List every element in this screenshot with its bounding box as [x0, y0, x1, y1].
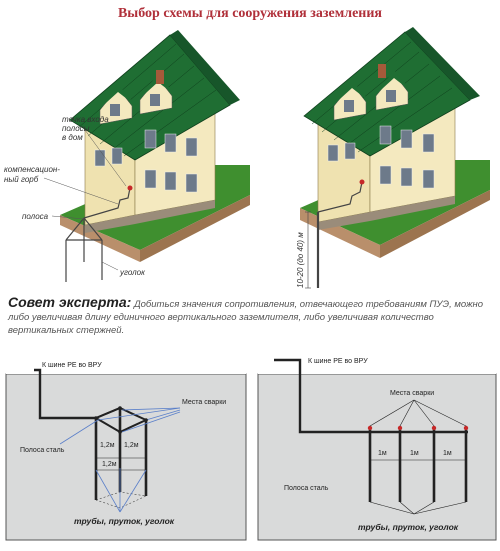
label-angle: уголок — [119, 268, 146, 277]
label-entry-3: в дом — [62, 133, 83, 142]
dim-right-2: 1м — [410, 450, 419, 457]
label-weld-right: Места сварки — [390, 390, 434, 397]
house-right — [300, 27, 490, 289]
diagram-right — [257, 352, 497, 541]
dim-right-1: 1м — [378, 450, 387, 457]
label-strip-right: Полоса сталь — [284, 485, 329, 492]
label-entry-1: точка входа — [62, 115, 109, 124]
label-comp-2: ный горб — [4, 175, 39, 184]
label-bottom-left: трубы, пруток, уголок — [74, 516, 175, 526]
dim-right-3: 1м — [443, 450, 452, 457]
label-strip-house: полоса — [22, 212, 49, 221]
page-title: Выбор схемы для сооружения заземления — [117, 6, 383, 21]
advice-text: Добиться значения сопротивления, отвечаю… — [8, 299, 484, 336]
dim-left-1: 1,2м — [100, 442, 115, 449]
label-comp-1: компенсацион- — [4, 165, 60, 174]
expert-advice: Совет эксперта: Добиться значения сопрот… — [8, 294, 494, 337]
label-strip-left: Полоса сталь — [20, 447, 65, 454]
dim-left-2: 1,2м — [124, 442, 139, 449]
label-bus-left: К шине РЕ во ВРУ — [42, 362, 102, 369]
label-bus-right: К шине РЕ во ВРУ — [308, 358, 368, 365]
diagram-left — [5, 352, 247, 541]
label-weld-left: Места сварки — [182, 399, 226, 406]
dim-left-3: 1,2м — [102, 461, 117, 468]
label-depth: 10-20 (до 40) м — [296, 232, 305, 288]
house-left — [43, 30, 250, 282]
advice-heading: Совет эксперта: — [8, 294, 132, 310]
label-bottom-right: трубы, пруток, уголок — [358, 522, 459, 532]
label-entry-2: полосы — [62, 124, 90, 133]
